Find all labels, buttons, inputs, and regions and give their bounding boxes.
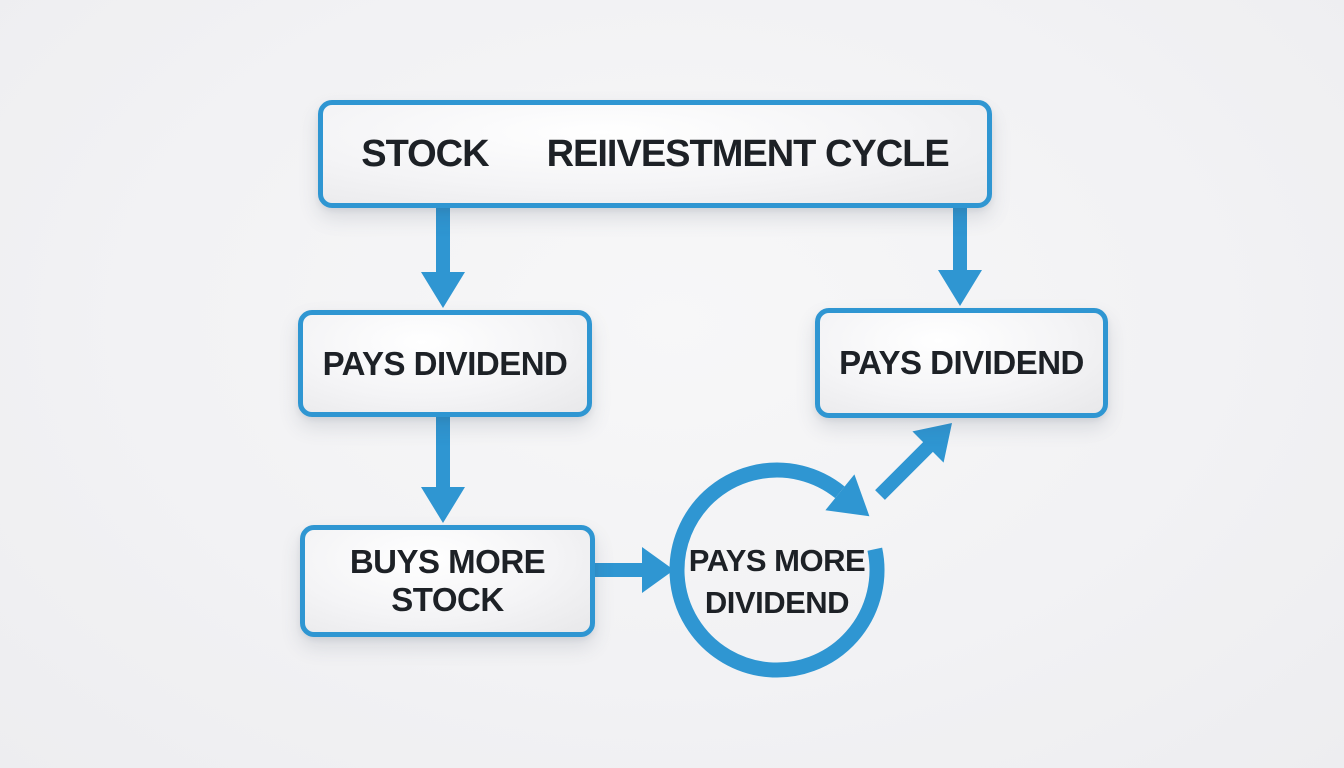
node-pays-dividend-left: PAYS DIVIDEND <box>298 310 592 417</box>
node-pays-more-dividend-line2: DIVIDEND <box>704 585 850 620</box>
arrow-down-left-to-buys-icon <box>421 414 465 523</box>
node-title: STOCK REIIVESTMENT CYCLE <box>318 100 992 208</box>
node-pays-dividend-right-label: PAYS DIVIDEND <box>839 344 1084 381</box>
node-pays-more-dividend-line1: PAYS MORE <box>688 543 866 578</box>
node-buys-more-stock: BUYS MORE STOCK <box>300 525 595 637</box>
arrow-right-buys-to-cycle-icon <box>593 547 674 593</box>
arrow-down-title-to-right-icon <box>938 205 982 306</box>
node-pays-dividend-left-label: PAYS DIVIDEND <box>322 344 568 382</box>
node-pays-dividend-right: PAYS DIVIDEND <box>815 308 1108 418</box>
arrow-up-right-cycle-to-right-icon <box>875 423 952 500</box>
title-word-reinvestment-cycle: REIIVESTMENT CYCLE <box>546 132 950 175</box>
cycle-arrow-head-icon <box>825 474 870 517</box>
cycle-arrow-ring-icon <box>669 462 885 678</box>
node-buys-more-stock-label: BUYS MORE STOCK <box>349 543 546 618</box>
arrow-down-title-to-left-icon <box>421 205 465 308</box>
title-word-stock: STOCK <box>361 132 489 175</box>
node-pays-more-dividend: PAYS MORE DIVIDEND <box>627 534 927 630</box>
